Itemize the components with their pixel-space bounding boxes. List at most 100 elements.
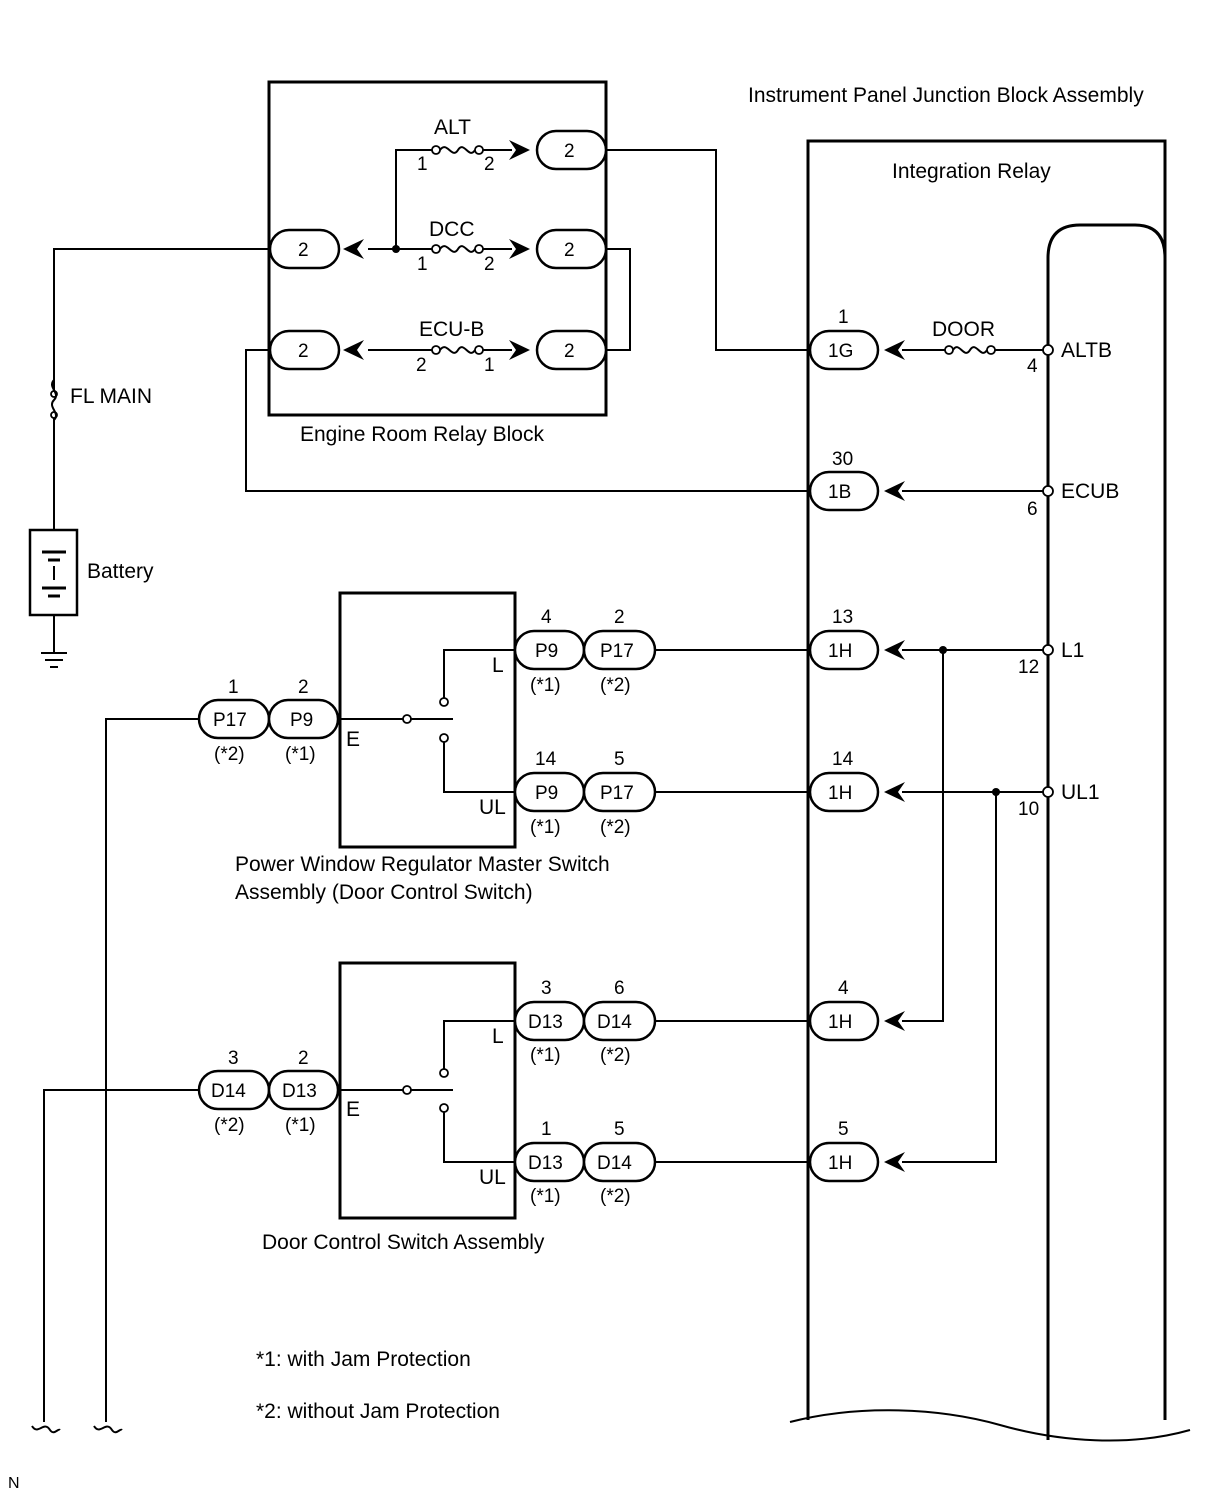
er-connector-alt-out: 2 bbox=[535, 129, 608, 171]
svg-text:2: 2 bbox=[564, 141, 575, 162]
er-relay-block-label: Engine Room Relay Block bbox=[300, 423, 544, 446]
er-connector-dcc-in: 2 bbox=[268, 228, 341, 270]
terminal-ul1: UL1 10 bbox=[1018, 781, 1100, 820]
svg-text:1: 1 bbox=[228, 677, 239, 698]
fuse-ecu-b: ECU-B 2 1 bbox=[416, 318, 495, 376]
fuse-dcc-pin-a: 1 bbox=[417, 254, 428, 275]
svg-text:1G: 1G bbox=[828, 341, 853, 362]
svg-text:3: 3 bbox=[541, 978, 552, 999]
svg-text:(*2): (*2) bbox=[600, 1186, 631, 1207]
svg-text:1H: 1H bbox=[828, 783, 852, 804]
pw-switch-symbol bbox=[340, 649, 515, 793]
terminal-altb: ALTB 4 bbox=[1027, 339, 1112, 377]
junction-dot bbox=[392, 245, 400, 253]
note-2: *2: without Jam Protection bbox=[256, 1400, 500, 1423]
svg-text:D13: D13 bbox=[528, 1012, 563, 1033]
dc-label-l: L bbox=[492, 1025, 504, 1048]
svg-text:2: 2 bbox=[298, 341, 309, 362]
svg-text:(*2): (*2) bbox=[214, 744, 245, 765]
wire-dcc-loop bbox=[606, 248, 631, 351]
svg-text:(*1): (*1) bbox=[530, 1186, 561, 1207]
svg-text:D14: D14 bbox=[597, 1153, 632, 1174]
svg-text:2: 2 bbox=[298, 240, 309, 261]
pw-label-e: E bbox=[346, 728, 360, 751]
fuse-ecu-b-pin-b: 1 bbox=[484, 355, 495, 376]
dc-connector-d14-e: D14 3 (*2) bbox=[197, 1048, 271, 1136]
wire-dc-ground bbox=[43, 1089, 199, 1422]
relay-connector-1b: 1B 30 bbox=[808, 449, 905, 512]
svg-text:(*2): (*2) bbox=[600, 675, 631, 696]
svg-text:1H: 1H bbox=[828, 1153, 852, 1174]
svg-text:5: 5 bbox=[614, 749, 625, 770]
pw-connector-p9-ul: P9 14 (*1) bbox=[513, 749, 586, 838]
note-1: *1: with Jam Protection bbox=[256, 1348, 471, 1371]
terminal-l1-pin: 12 bbox=[1018, 657, 1039, 678]
svg-text:P9: P9 bbox=[535, 641, 558, 662]
er-connector-ecub-in: 2 bbox=[268, 329, 341, 371]
svg-text:1B: 1B bbox=[828, 482, 851, 503]
svg-text:(*2): (*2) bbox=[214, 1115, 245, 1136]
svg-text:3: 3 bbox=[228, 1048, 239, 1069]
pw-connector-p17-l: P17 2 (*2) bbox=[582, 607, 657, 696]
svg-text:13: 13 bbox=[832, 607, 853, 628]
integration-relay-outline bbox=[1046, 223, 1167, 1440]
pw-connector-p9-l: P9 4 (*1) bbox=[513, 607, 586, 696]
dc-connector-d13-e: D13 2 (*1) bbox=[267, 1048, 340, 1136]
battery-symbol bbox=[28, 528, 79, 668]
pw-connector-p9-e: P9 2 (*1) bbox=[267, 677, 340, 765]
door-control-title: Door Control Switch Assembly bbox=[262, 1231, 545, 1254]
svg-text:P9: P9 bbox=[535, 783, 558, 804]
wire-battery-feed bbox=[53, 248, 270, 392]
fuse-alt-label: ALT bbox=[434, 116, 471, 139]
relay-connector-1h-4: 1H 4 bbox=[808, 978, 905, 1042]
svg-text:4: 4 bbox=[541, 607, 552, 628]
svg-text:(*1): (*1) bbox=[530, 675, 561, 696]
dc-label-ul: UL bbox=[479, 1166, 506, 1189]
svg-text:1: 1 bbox=[838, 307, 849, 328]
fuse-door-label: DOOR bbox=[932, 318, 995, 341]
dc-connector-d14-l: D14 6 (*2) bbox=[582, 978, 657, 1066]
svg-text:14: 14 bbox=[832, 749, 854, 770]
er-connector-ecub-out: 2 bbox=[535, 329, 608, 371]
svg-text:2: 2 bbox=[298, 677, 309, 698]
er-connector-arrows bbox=[343, 140, 530, 360]
svg-text:2: 2 bbox=[614, 607, 625, 628]
svg-text:(*2): (*2) bbox=[600, 1045, 631, 1066]
fl-main-label: FL MAIN bbox=[70, 385, 152, 408]
fuse-dcc-label: DCC bbox=[429, 218, 475, 241]
dc-connector-d13-l: D13 3 (*1) bbox=[513, 978, 586, 1066]
ip-jb-title: Instrument Panel Junction Block Assembly bbox=[748, 84, 1144, 107]
dc-switch-symbol bbox=[340, 1020, 515, 1163]
relay-connector-1h-13: 1H 13 bbox=[808, 607, 905, 671]
relay-connector-1h-14: 1H 14 bbox=[808, 749, 905, 813]
svg-text:P17: P17 bbox=[213, 710, 247, 731]
terminal-l1: L1 12 bbox=[1018, 639, 1084, 678]
fuse-dcc: DCC 1 2 bbox=[417, 218, 495, 275]
dc-connector-d14-ul: D14 5 (*2) bbox=[582, 1119, 657, 1207]
svg-text:(*2): (*2) bbox=[600, 817, 631, 838]
svg-text:D13: D13 bbox=[528, 1153, 563, 1174]
terminal-l1-label: L1 bbox=[1061, 639, 1084, 662]
pw-label-ul: UL bbox=[479, 796, 506, 819]
wire-break-mark bbox=[31, 1425, 61, 1434]
fuse-ecu-b-pin-a: 2 bbox=[416, 355, 427, 376]
fuse-alt-pin-b: 2 bbox=[484, 154, 495, 175]
svg-text:1H: 1H bbox=[828, 641, 852, 662]
terminal-altb-label: ALTB bbox=[1061, 339, 1112, 362]
pw-master-title-2: Assembly (Door Control Switch) bbox=[235, 881, 533, 904]
wire-ecub-to-1b bbox=[245, 349, 810, 492]
fuse-door: DOOR bbox=[902, 318, 1043, 355]
fuse-dcc-pin-b: 2 bbox=[484, 254, 495, 275]
svg-text:1: 1 bbox=[541, 1119, 552, 1140]
svg-text:1H: 1H bbox=[828, 1012, 852, 1033]
battery-label: Battery bbox=[87, 560, 154, 583]
svg-text:5: 5 bbox=[838, 1119, 849, 1140]
wire-break-mark bbox=[93, 1425, 123, 1434]
dc-label-e: E bbox=[346, 1098, 360, 1121]
svg-text:2: 2 bbox=[298, 1048, 309, 1069]
svg-text:30: 30 bbox=[832, 449, 853, 470]
terminal-altb-pin: 4 bbox=[1027, 356, 1038, 377]
corner-label: N bbox=[8, 1475, 20, 1492]
svg-text:(*1): (*1) bbox=[530, 817, 561, 838]
